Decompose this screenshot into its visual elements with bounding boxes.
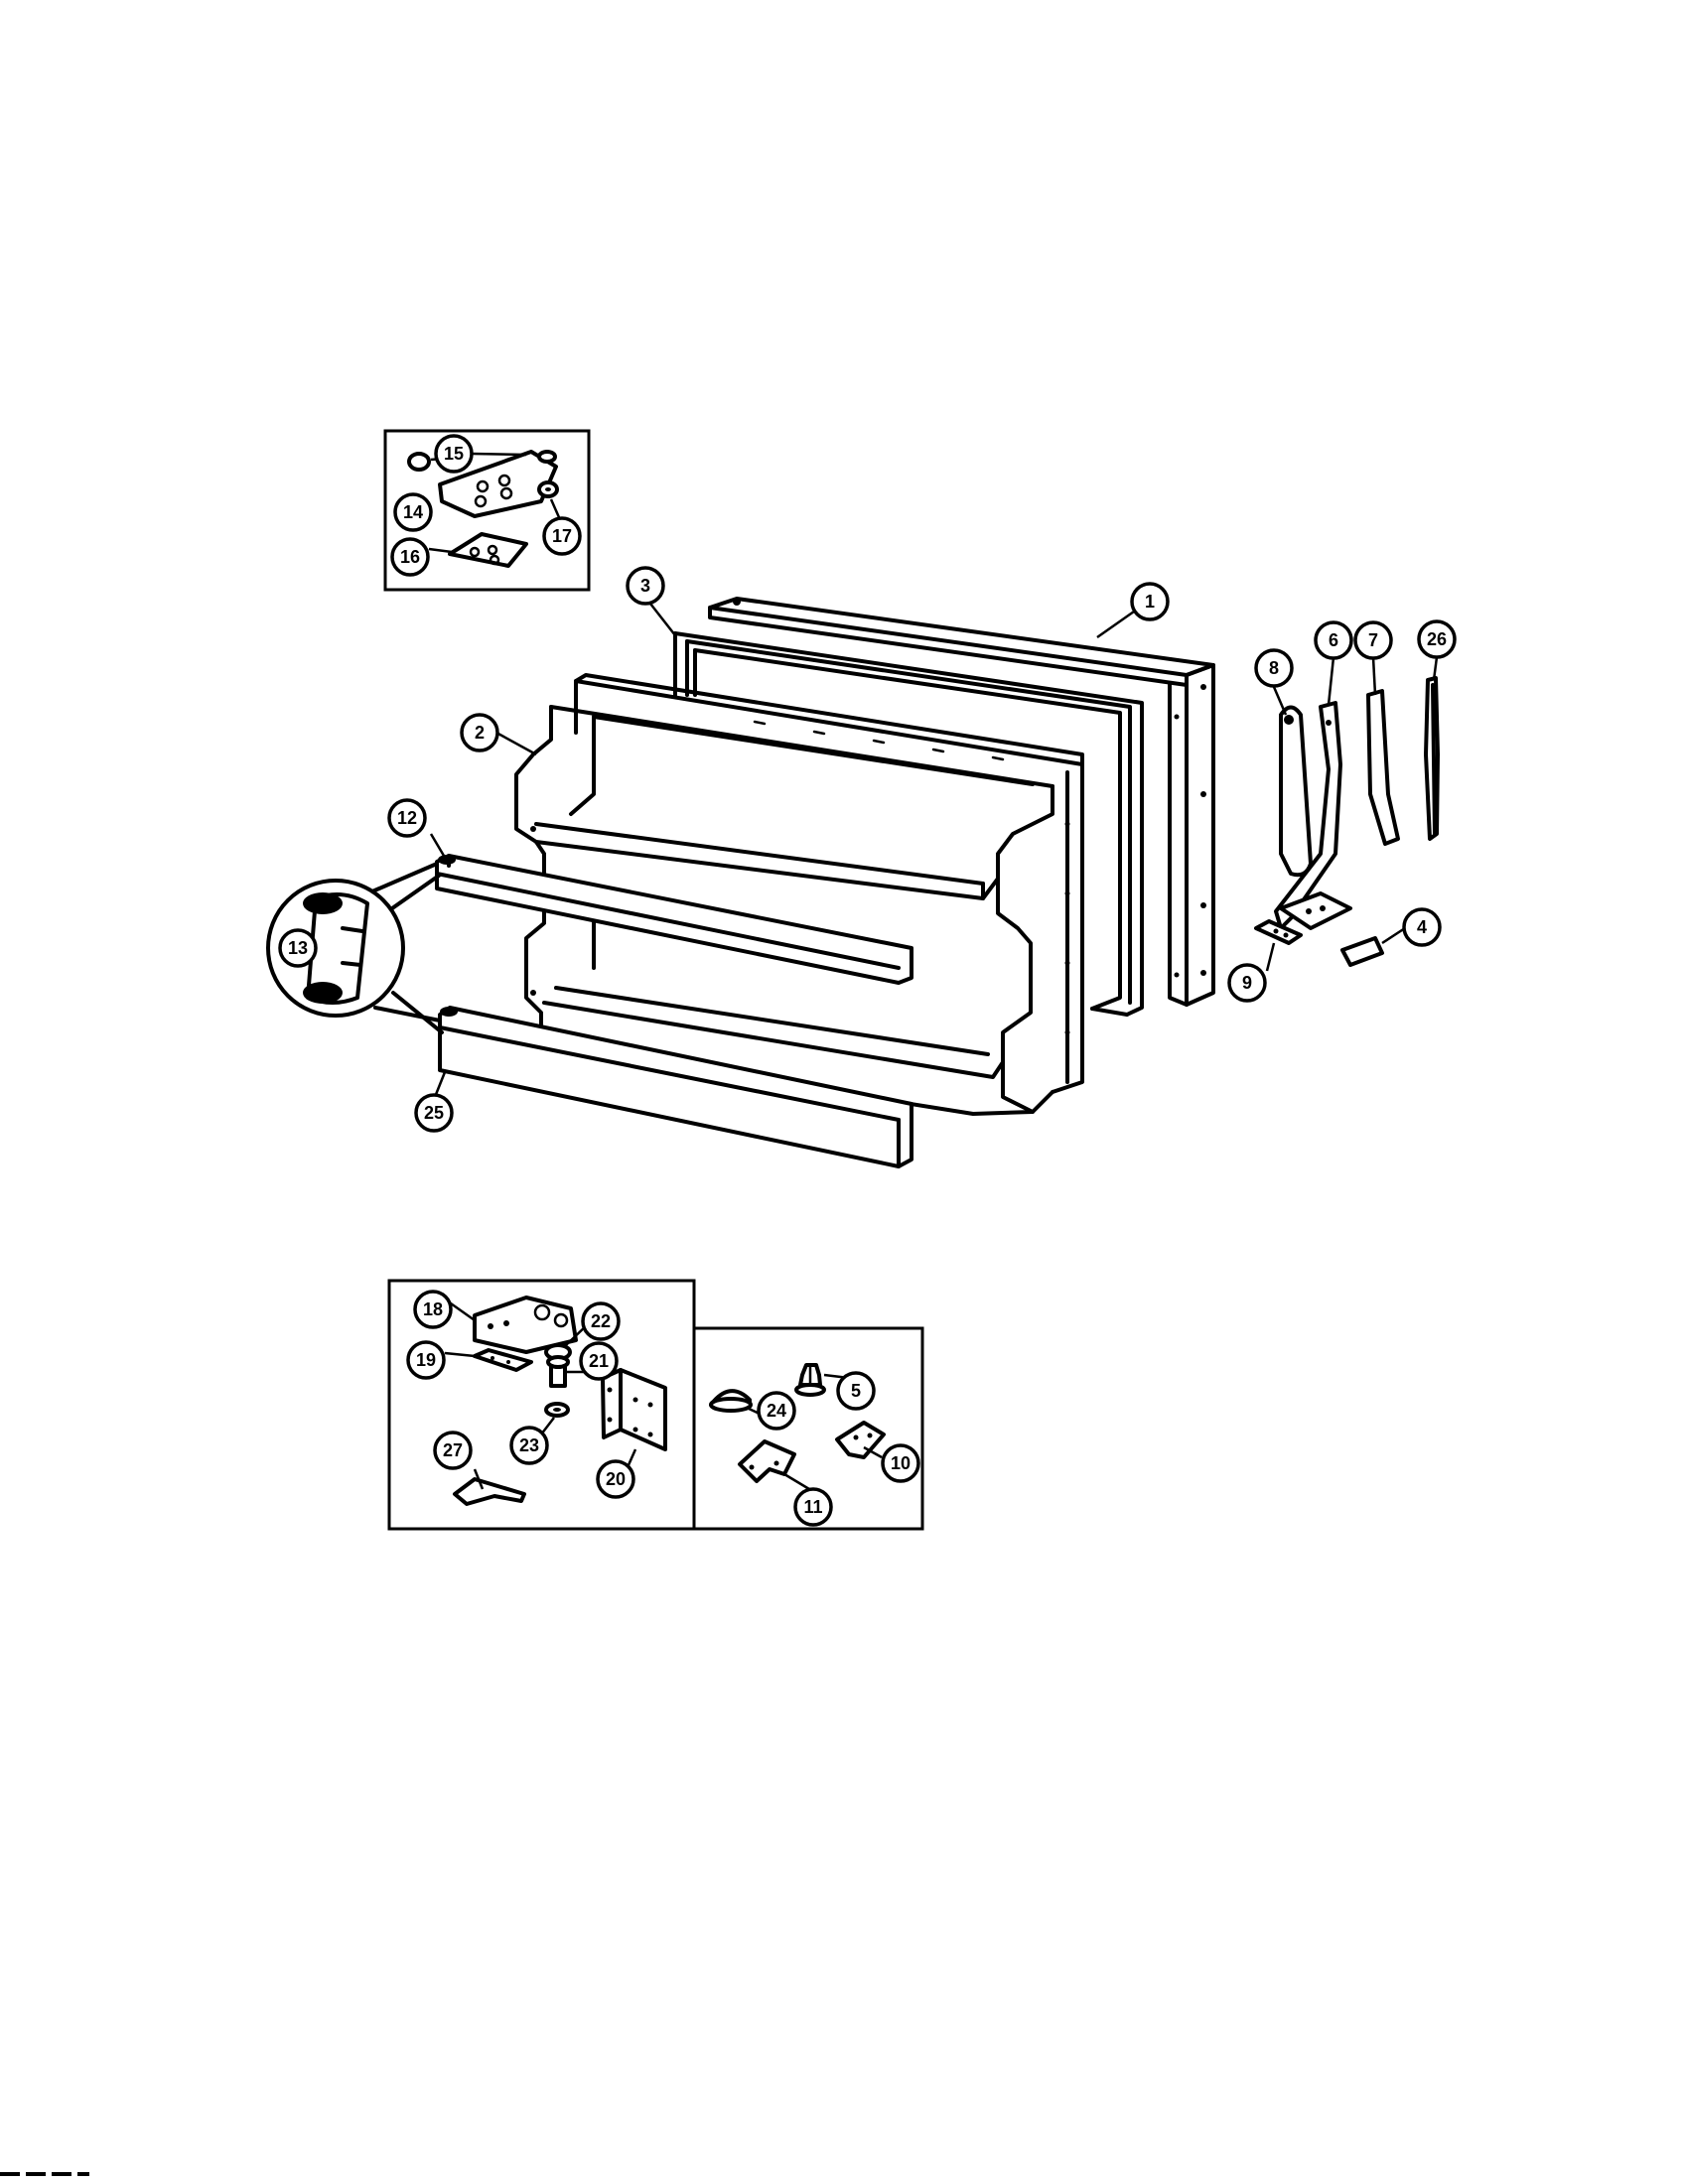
svg-text:23: 23 (519, 1435, 539, 1455)
svg-text:17: 17 (552, 526, 572, 546)
callout-20: 20 (596, 1459, 635, 1499)
callout-22: 22 (581, 1301, 621, 1341)
svg-text:2: 2 (475, 723, 485, 743)
callout-1: 1 (1130, 582, 1170, 621)
callout-21: 21 (579, 1341, 619, 1381)
hinge-inset-top (383, 429, 591, 592)
callout-18: 18 (413, 1290, 453, 1329)
callout-14: 14 (393, 492, 433, 532)
callout-12: 12 (387, 798, 427, 838)
callout-15: 15 (434, 434, 474, 474)
svg-text:24: 24 (767, 1401, 786, 1421)
svg-text:21: 21 (589, 1351, 609, 1371)
callout-7: 7 (1353, 620, 1393, 660)
hinge-inset-bottom (387, 1279, 696, 1531)
callout-23: 23 (509, 1426, 549, 1465)
svg-text:8: 8 (1269, 658, 1279, 678)
callout-2: 2 (460, 713, 499, 752)
svg-text:19: 19 (416, 1350, 436, 1370)
callout-25: 25 (414, 1093, 454, 1133)
fastener-inset (692, 1326, 924, 1531)
callout-10: 10 (881, 1443, 920, 1483)
svg-text:7: 7 (1368, 630, 1378, 650)
svg-text:10: 10 (891, 1453, 911, 1473)
callout-13: 13 (278, 928, 318, 968)
callout-17: 17 (542, 516, 582, 556)
door-strips (1254, 676, 1440, 967)
callout-9: 9 (1227, 963, 1267, 1003)
callout-8: 8 (1254, 648, 1294, 688)
callout-24: 24 (757, 1391, 796, 1431)
leader-lines (428, 452, 1439, 1491)
svg-text:6: 6 (1329, 630, 1338, 650)
callout-3: 3 (626, 566, 665, 606)
callout-5: 5 (836, 1371, 876, 1411)
svg-text:11: 11 (803, 1497, 822, 1517)
shelf-bar-25 (438, 1006, 913, 1168)
door-gasket (673, 631, 1144, 1017)
svg-text:12: 12 (397, 808, 417, 828)
shelf-bar-12 (435, 854, 913, 985)
callout-11: 11 (793, 1487, 833, 1527)
svg-text:20: 20 (606, 1469, 626, 1489)
svg-text:5: 5 (851, 1381, 861, 1401)
callout-4: 4 (1402, 907, 1442, 947)
callout-26: 26 (1417, 619, 1457, 659)
svg-text:27: 27 (443, 1440, 463, 1460)
svg-text:16: 16 (400, 547, 420, 567)
callout-19: 19 (406, 1340, 446, 1380)
svg-text:1: 1 (1145, 592, 1155, 612)
svg-text:18: 18 (423, 1299, 443, 1319)
svg-text:26: 26 (1427, 629, 1447, 649)
callout-16: 16 (390, 537, 430, 577)
svg-text:15: 15 (444, 444, 464, 464)
detail-circle-13 (266, 862, 444, 1034)
callout-6: 6 (1314, 620, 1353, 660)
svg-text:25: 25 (424, 1103, 444, 1123)
callout-27: 27 (433, 1431, 473, 1470)
svg-text:4: 4 (1417, 917, 1427, 937)
svg-text:9: 9 (1242, 973, 1252, 993)
outer-door-panel (708, 597, 1215, 1007)
door-liner (514, 673, 1084, 1116)
svg-text:14: 14 (403, 502, 423, 522)
svg-text:3: 3 (640, 576, 650, 596)
svg-text:22: 22 (591, 1311, 611, 1331)
svg-text:13: 13 (288, 938, 308, 958)
